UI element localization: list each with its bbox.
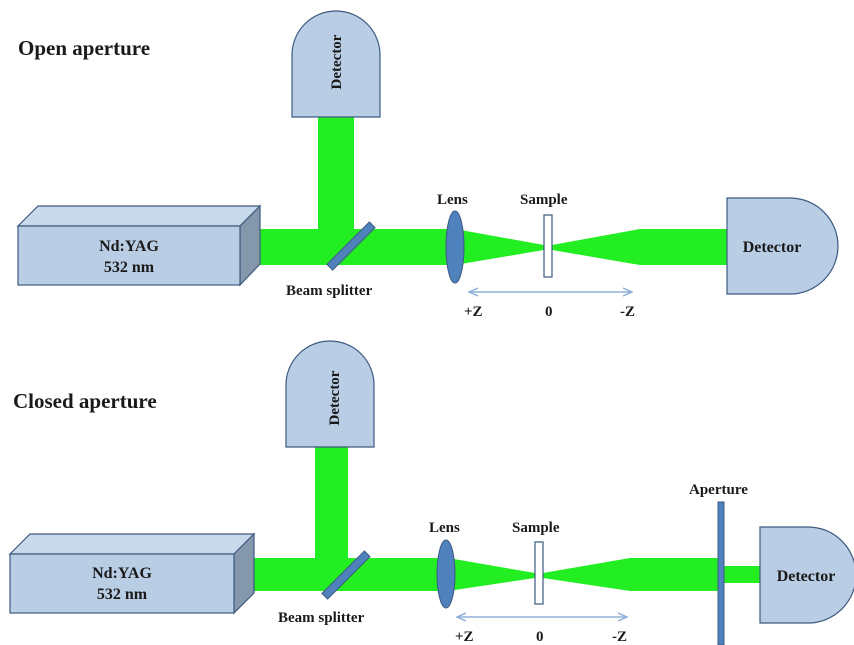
lens — [436, 539, 456, 609]
sample-label: Sample — [512, 520, 560, 536]
closed-aperture-title: Closed aperture — [13, 389, 157, 413]
laser-name: Nd:YAG — [99, 238, 159, 255]
detector-right-label: Detector — [777, 568, 836, 585]
detector-top: Detector — [285, 340, 375, 448]
laser-wavelength: 532 nm — [104, 259, 155, 276]
lens — [445, 210, 465, 284]
z-zero-label: 0 — [545, 304, 553, 320]
transmitted-beam — [630, 558, 718, 591]
open-aperture-setup: Open aperture Nd:YAG 532 nm Beam splitte… — [16, 10, 839, 320]
z-zero-label: 0 — [536, 629, 544, 645]
lens-label: Lens — [429, 520, 460, 536]
laser-wavelength: 532 nm — [97, 586, 148, 603]
aperture — [717, 501, 725, 645]
beam-splitter — [321, 550, 371, 600]
lens-label: Lens — [437, 192, 468, 208]
detector-top: Detector — [291, 10, 381, 118]
beam-splitter-label: Beam splitter — [286, 283, 373, 299]
transmitted-beam — [640, 229, 730, 265]
z-minus-label: -Z — [620, 304, 635, 320]
beam-splitter — [326, 221, 376, 271]
detector-top-label: Detector — [327, 370, 343, 425]
z-plus-label: +Z — [464, 304, 483, 320]
z-plus-label: +Z — [455, 629, 474, 645]
beam-splitter-label: Beam splitter — [278, 610, 365, 626]
reflected-beam — [318, 110, 354, 229]
reflected-beam — [315, 447, 348, 558]
laser-source: Nd:YAG 532 nm — [16, 204, 262, 287]
sample-label: Sample — [520, 192, 568, 208]
z-minus-label: -Z — [612, 629, 627, 645]
laser-name: Nd:YAG — [92, 565, 152, 582]
detector-top-label: Detector — [329, 34, 345, 89]
sample-cell — [534, 541, 544, 605]
detector-right: Detector — [726, 197, 839, 295]
aperture-label: Aperture — [689, 482, 748, 498]
aperture-passed-beam — [724, 566, 762, 583]
laser-source: Nd:YAG 532 nm — [8, 532, 256, 615]
detector-right-label: Detector — [743, 239, 802, 256]
detector-right: Detector — [759, 526, 854, 624]
closed-aperture-setup: Closed aperture Nd:YAG 532 nm Beam split… — [8, 340, 854, 645]
sample-cell — [543, 214, 553, 278]
converging-beam — [448, 558, 535, 591]
diverging-beam — [552, 229, 640, 265]
converging-beam — [455, 229, 544, 265]
open-aperture-title: Open aperture — [18, 36, 150, 60]
diverging-beam — [543, 558, 630, 591]
